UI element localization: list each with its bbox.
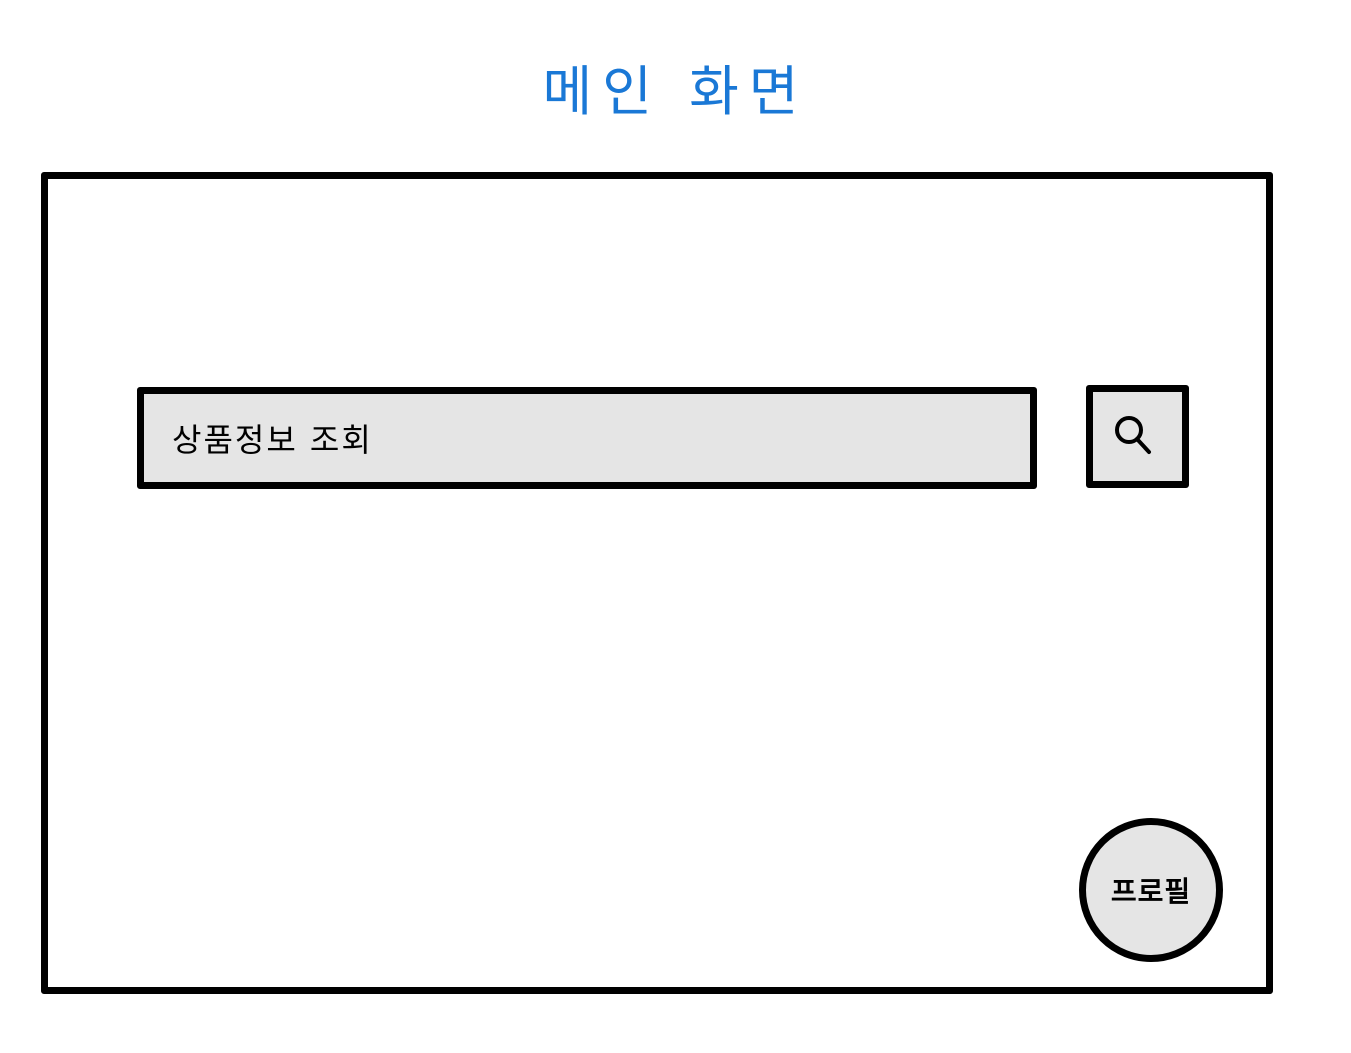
page-title: 메인 화면: [542, 60, 809, 123]
search-button[interactable]: [1086, 385, 1189, 488]
magnifier-icon: [1115, 416, 1151, 454]
main-screen-frame: [41, 172, 1273, 994]
product-search-input[interactable]: 상품정보 조회: [137, 387, 1037, 489]
search-input-value: 상품정보 조회: [172, 421, 373, 459]
profile-label: 프로필: [1110, 875, 1192, 908]
profile-button[interactable]: 프로필: [1079, 818, 1223, 962]
